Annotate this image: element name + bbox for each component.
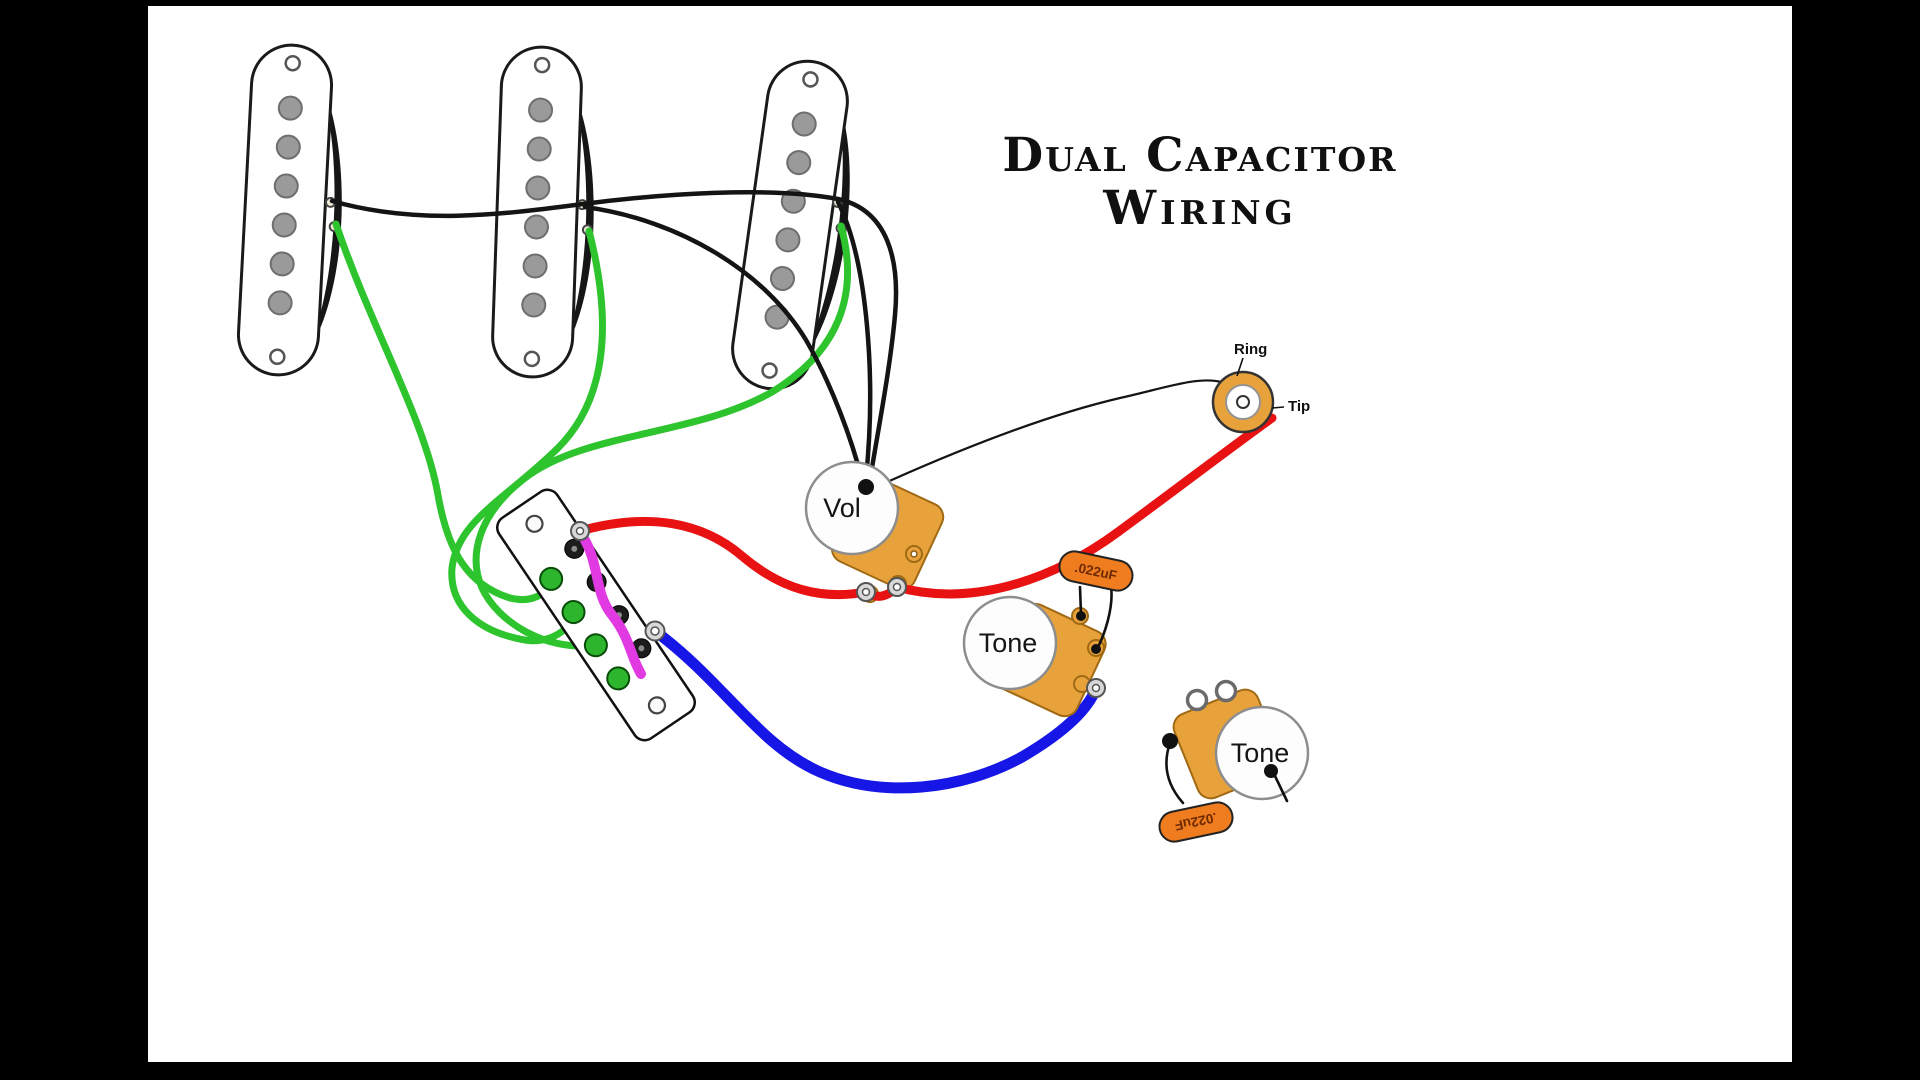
red-wire-ring-terminals <box>570 521 907 602</box>
pickup-middle-cover <box>491 45 583 379</box>
wire-switch-to-tone <box>649 625 1102 794</box>
wire-volume-to-jack-ring <box>874 379 1223 489</box>
wire-switch-jumper <box>572 523 646 679</box>
tone-pot-2-ring-lug-b <box>1214 679 1238 703</box>
capacitor-2-leg <box>1165 741 1185 805</box>
diagram-title-line2: Wiring <box>1103 180 1297 236</box>
pickup-neck-cover <box>236 43 334 377</box>
tone-pot-1-knob <box>962 595 1058 691</box>
pickup-bridge-cover <box>731 59 849 391</box>
blue-wire-ring-terminal-hole <box>650 626 660 636</box>
pickup-bridge-screw-bottom <box>761 362 778 379</box>
wire-bridge-ground <box>472 222 851 650</box>
tone-pot-2-ring-lug-a <box>1185 688 1209 712</box>
tone-pot-2-knob <box>1214 705 1310 801</box>
volume-pot: Vol <box>804 460 945 603</box>
switch-green-lugs <box>539 566 631 691</box>
capacitor-1: .022uF <box>1058 550 1134 592</box>
tone-pot-1-joint-b <box>1091 644 1101 654</box>
volume-pot-solder-blob <box>858 479 874 495</box>
volume-pot-knob <box>804 460 900 556</box>
capacitor-1-leg-a <box>1078 585 1083 617</box>
pickup-neck-screw-top <box>284 54 301 72</box>
switch-screw-top <box>525 514 544 533</box>
tone-pot-2-dark-lug <box>1162 733 1178 749</box>
pickup-neck-bobbin-shadow <box>308 76 342 352</box>
wire-bridge-hot <box>835 199 873 481</box>
tone-pot-1-joint-a <box>1076 611 1086 621</box>
wire-switch-to-volume <box>575 517 871 600</box>
switch-screw-bottom <box>647 696 667 715</box>
jack-ring-label: Ring <box>1234 341 1267 358</box>
capacitor-2: .022uF <box>1158 801 1234 843</box>
pickup-middle-screw-top <box>533 56 551 74</box>
volume-pot-label: Vol <box>823 493 861 523</box>
pickup-neck <box>236 43 342 377</box>
jack-core <box>1236 395 1250 409</box>
pickup-middle-screw-bottom <box>523 350 541 368</box>
diagram-canvas <box>148 6 1792 1062</box>
tone-pot-1-blue-terminal-hole <box>1091 683 1101 693</box>
tone-pot-2-pointer-wire <box>1273 774 1289 803</box>
wire-middle-ground <box>448 227 606 645</box>
wire-neck-hot <box>329 189 899 483</box>
wire-volume-to-jack-tip <box>892 413 1277 599</box>
tone-pot-2: Tone .022uF <box>1158 679 1310 843</box>
wire-neck-ground <box>332 220 558 604</box>
pickup-middle <box>491 45 594 379</box>
pickup-bridge <box>731 59 850 391</box>
output-jack: Ring Tip <box>1211 341 1310 434</box>
pickup-middle-pole-pieces <box>521 97 554 318</box>
jack-ring-leader <box>1236 357 1244 377</box>
pickup-neck-screw-bottom <box>269 348 286 366</box>
jack-tip-label: Tip <box>1288 398 1310 415</box>
capacitor-1-leg-b <box>1095 584 1113 651</box>
pickup-middle-bobbin-shadow <box>563 79 594 353</box>
tone-pot-2-label: Tone <box>1231 738 1290 768</box>
selector-switch <box>496 488 696 742</box>
tone-pot-1-label: Tone <box>979 628 1038 658</box>
tone-pot-1: Tone .022uF <box>962 550 1134 718</box>
pickup-bridge-screw-top <box>802 71 819 88</box>
switch-plate <box>496 488 696 742</box>
diagram-title: Dual Capacitor Wiring <box>985 128 1415 236</box>
tone-pot-2-pointer-dot <box>1264 764 1278 778</box>
wire-middle-hot <box>582 204 865 483</box>
jack-tip-leader <box>1271 406 1285 409</box>
diagram-title-line1: Dual Capacitor <box>1002 128 1398 183</box>
pickup-bridge-pole-pieces <box>764 111 817 330</box>
pickup-neck-pole-pieces <box>267 95 303 316</box>
